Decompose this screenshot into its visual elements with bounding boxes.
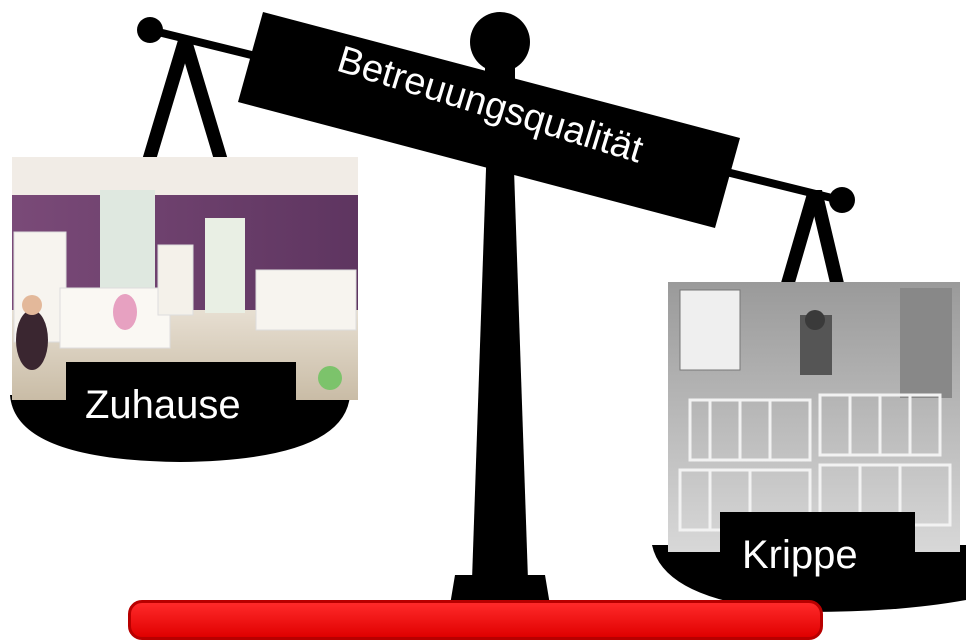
beam-end-left: [137, 17, 163, 43]
bottom-red-bar: [128, 600, 823, 640]
right-pan-label: Krippe: [742, 535, 858, 575]
beam-end-right: [829, 187, 855, 213]
right-photo: [668, 282, 960, 552]
left-pan-label: Zuhause: [85, 385, 241, 425]
left-hanger: [142, 40, 228, 160]
pillar-post: [472, 140, 528, 580]
